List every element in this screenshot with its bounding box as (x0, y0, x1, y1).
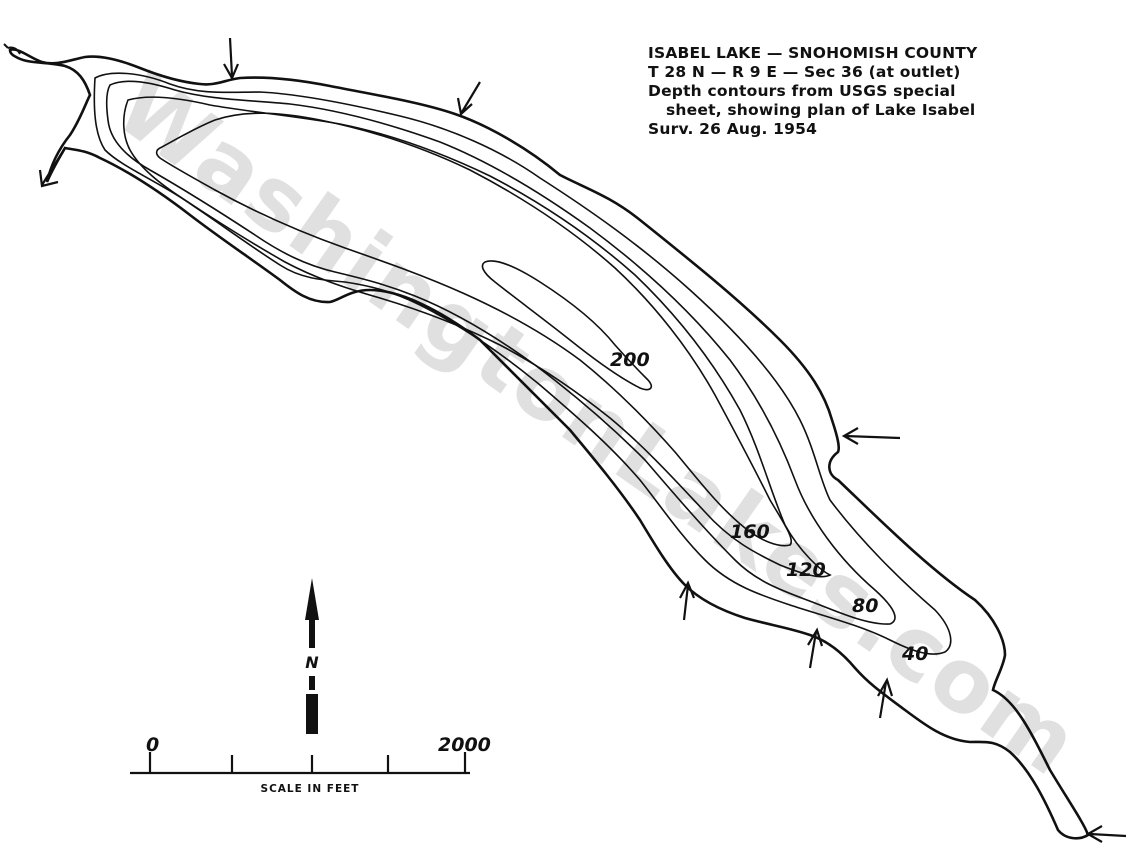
scale-start-label: 0 (146, 734, 159, 756)
inlet-arrow-north-2 (456, 81, 481, 117)
inlet-arrow-south-1 (679, 580, 696, 621)
northwest-stream (3, 43, 21, 55)
map-title-block: ISABEL LAKE — SNOHOMISH COUNTY T 28 N — … (648, 44, 1028, 139)
depth-label-80: 80 (852, 595, 878, 617)
north-arrow-letter: N (305, 653, 319, 672)
scale-caption: SCALE IN FEET (261, 783, 360, 795)
inlet-arrow-north-1 (223, 37, 240, 81)
title-line-source: Depth contours from USGS special (648, 82, 956, 100)
inlet-arrow-southeast (1085, 825, 1127, 843)
inlet-arrows (38, 37, 1127, 843)
contour-40 (93, 72, 952, 655)
depth-label-120: 120 (786, 559, 826, 581)
outlet-arrow-west (38, 147, 66, 188)
depth-label-160: 160 (730, 521, 770, 543)
north-arrow: N (305, 578, 319, 734)
scale-bar (130, 752, 470, 775)
depth-label-40: 40 (901, 643, 928, 665)
watermark-text: WashingtonLakes.com (98, 53, 1098, 796)
contour-160 (155, 112, 792, 547)
inlet-arrow-east (841, 427, 901, 445)
contour-200 (481, 260, 652, 391)
title-line-lake-county: ISABEL LAKE — SNOHOMISH COUNTY (648, 44, 978, 62)
shoreline (8, 48, 1090, 840)
title-line-survey-date: Surv. 26 Aug. 1954 (648, 120, 818, 138)
title-line-sheet: sheet, showing plan of Lake Isabel (666, 101, 976, 119)
depth-label-200: 200 (610, 349, 650, 371)
inlet-arrow-south-2 (807, 627, 824, 669)
north-arrow-head (305, 578, 319, 620)
inlet-arrow-south-3 (877, 677, 894, 719)
contour-120 (122, 96, 832, 578)
title-line-township: T 28 N — R 9 E — Sec 36 (at outlet) (648, 63, 961, 81)
scale-end-label: 2000 (438, 734, 491, 756)
contour-80 (105, 80, 896, 625)
